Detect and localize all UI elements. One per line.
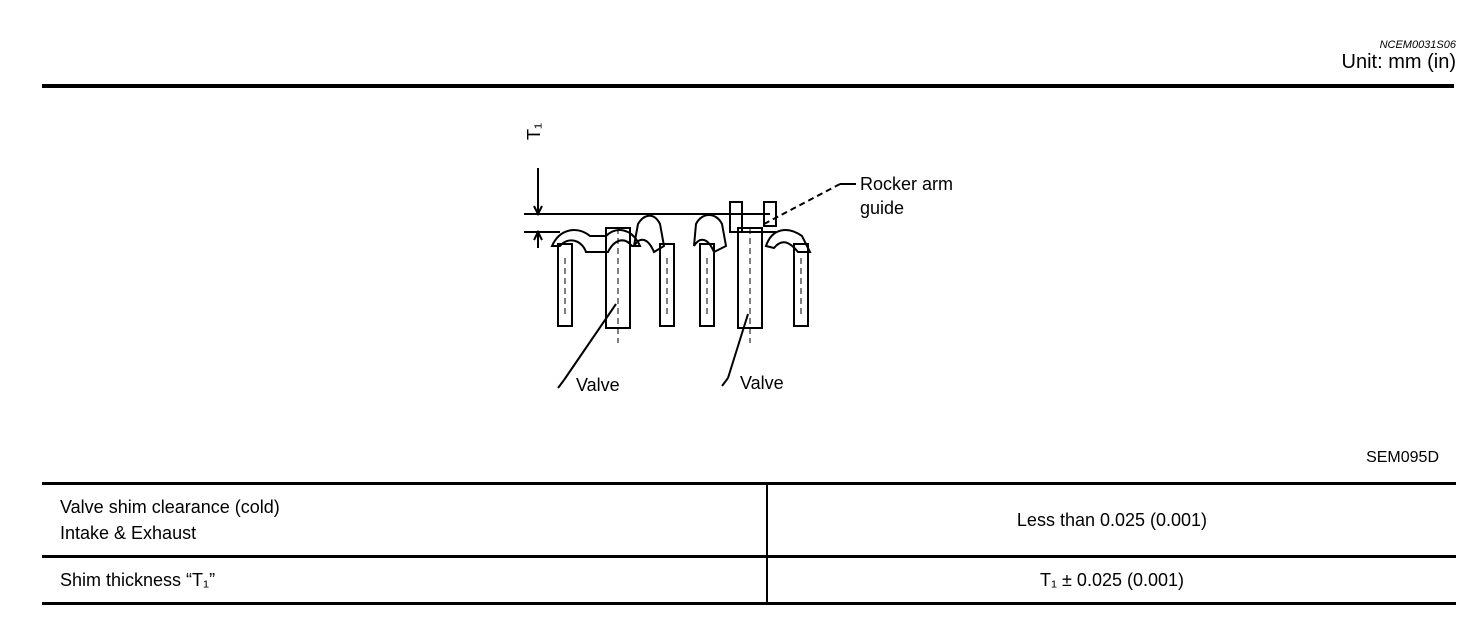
rocker-arm-guide-line2: guide [860,198,905,218]
row-label-line1: Valve shim clearance (cold) [60,497,280,517]
unit-label: Unit: mm (in) [1341,51,1456,73]
table-row: Shim thickness “T₁” T₁ ± 0.025 (0.001) [42,555,1456,605]
valve-left-label: Valve [576,375,620,395]
row-value: Less than 0.025 (0.001) [767,482,1456,558]
row-value: T₁ ± 0.025 (0.001) [767,555,1456,605]
row-label-line2: Intake & Exhaust [60,523,197,543]
table-row: Valve shim clearance (cold) Intake & Exh… [42,482,1456,558]
valve-shim-illustration [524,168,856,389]
valve-right-label: Valve [740,373,784,393]
row-label: Shim thickness “T₁” [42,555,768,605]
header-rule [42,84,1454,88]
figure-id: SEM095D [1366,449,1439,466]
spec-table: Valve shim clearance (cold) Intake & Exh… [42,482,1456,605]
row-label: Valve shim clearance (cold) Intake & Exh… [42,482,768,558]
rocker-arm-guide-line1: Rocker arm [860,174,954,194]
document-code: NCEM0031S06 [1379,39,1456,51]
rocker-arm-guide-label: Rocker arm guide [860,172,953,220]
